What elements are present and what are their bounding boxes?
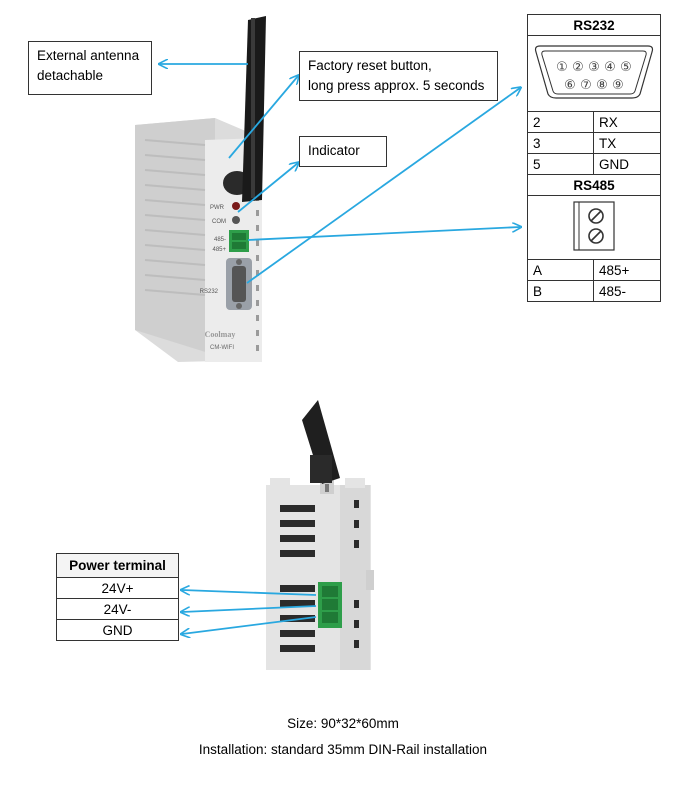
rs485-terminal-cell xyxy=(527,195,661,260)
brand-label: Coolmay xyxy=(205,330,236,339)
model-label: CM-WIFI xyxy=(210,345,234,351)
com-led xyxy=(232,216,240,224)
arrow-rs232 xyxy=(246,88,520,284)
rs485-terminal-block xyxy=(229,230,249,252)
db9-pinout-diagram: ① ② ③ ④ ⑤ ⑥ ⑦ ⑧ ⑨ xyxy=(534,45,654,99)
power-row-24v-minus: 24V- xyxy=(56,598,179,620)
device-side-antenna xyxy=(302,400,340,484)
db9-pinout-cell: ① ② ③ ④ ⑤ ⑥ ⑦ ⑧ ⑨ xyxy=(527,35,661,112)
rs485-row-2-pin: B xyxy=(527,280,594,302)
arrow-reset xyxy=(228,76,298,159)
arrow-rs485 xyxy=(247,227,520,241)
db9-pin-9: ⑨ xyxy=(612,78,624,93)
rs485-title: RS485 xyxy=(527,174,661,196)
db9-pin-2: ② xyxy=(572,60,584,75)
db9-pin-7: ⑦ xyxy=(580,78,592,93)
terminal-485-plus-label: 485+ xyxy=(212,247,226,253)
reset-callout-line-2: long press approx. 5 seconds xyxy=(308,78,485,93)
db9-pin-3: ③ xyxy=(588,60,600,75)
indicator-callout: Indicator xyxy=(299,136,387,167)
size-caption: Size: 90*32*60mm xyxy=(287,716,399,731)
reset-callout-line-1: Factory reset button, xyxy=(308,58,432,73)
rs232-db9-port xyxy=(226,258,252,310)
power-terminal-title: Power terminal xyxy=(56,553,179,578)
antenna-callout-line-1: External antenna xyxy=(37,48,140,63)
power-row-24v-plus: 24V+ xyxy=(56,577,179,599)
rs485-row-2-signal: 485- xyxy=(593,280,661,302)
power-row-gnd: GND xyxy=(56,619,179,641)
rs232-row-2-signal: TX xyxy=(593,132,661,154)
db9-pin-6: ⑥ xyxy=(564,78,576,93)
antenna-callout: External antenna detachable xyxy=(28,41,152,95)
rs232-title: RS232 xyxy=(527,14,661,36)
arrow-indicator xyxy=(237,163,298,213)
device-front-antenna xyxy=(223,16,266,202)
db9-pin-4: ④ xyxy=(604,60,616,75)
rs232-row-1-signal: RX xyxy=(593,111,661,133)
rs232-row-3-pin: 5 xyxy=(527,153,594,175)
db9-pin-8: ⑧ xyxy=(596,78,608,93)
rs485-terminal-diagram xyxy=(573,201,615,251)
arrow-power-24v-plus xyxy=(182,590,317,596)
rs485-row-1-signal: 485+ xyxy=(593,259,661,281)
rs232-row-3-signal: GND xyxy=(593,153,661,175)
reset-callout: Factory reset button, long press approx.… xyxy=(299,51,498,101)
terminal-485-minus-label: 485- xyxy=(214,237,226,243)
port-rs232-label: RS232 xyxy=(200,289,219,295)
arrow-power-24v-minus xyxy=(182,605,317,612)
arrow-power-gnd xyxy=(182,616,317,634)
power-terminal-block xyxy=(318,582,342,628)
device-side-view xyxy=(266,478,374,670)
led-pwr-label: PWR xyxy=(210,205,225,211)
antenna-callout-line-2: detachable xyxy=(37,68,104,83)
db9-pin-1: ① xyxy=(556,60,568,75)
power-terminal-table: Power terminal 24V+ 24V- GND xyxy=(56,553,179,641)
indicator-callout-text: Indicator xyxy=(308,143,360,158)
installation-caption: Installation: standard 35mm DIN-Rail ins… xyxy=(198,742,488,757)
rs232-row-1-pin: 2 xyxy=(527,111,594,133)
pwr-led xyxy=(232,202,240,210)
db9-pin-5: ⑤ xyxy=(620,60,632,75)
led-com-label: COM xyxy=(212,219,226,225)
rs485-row-1-pin: A xyxy=(527,259,594,281)
rs232-row-2-pin: 3 xyxy=(527,132,594,154)
